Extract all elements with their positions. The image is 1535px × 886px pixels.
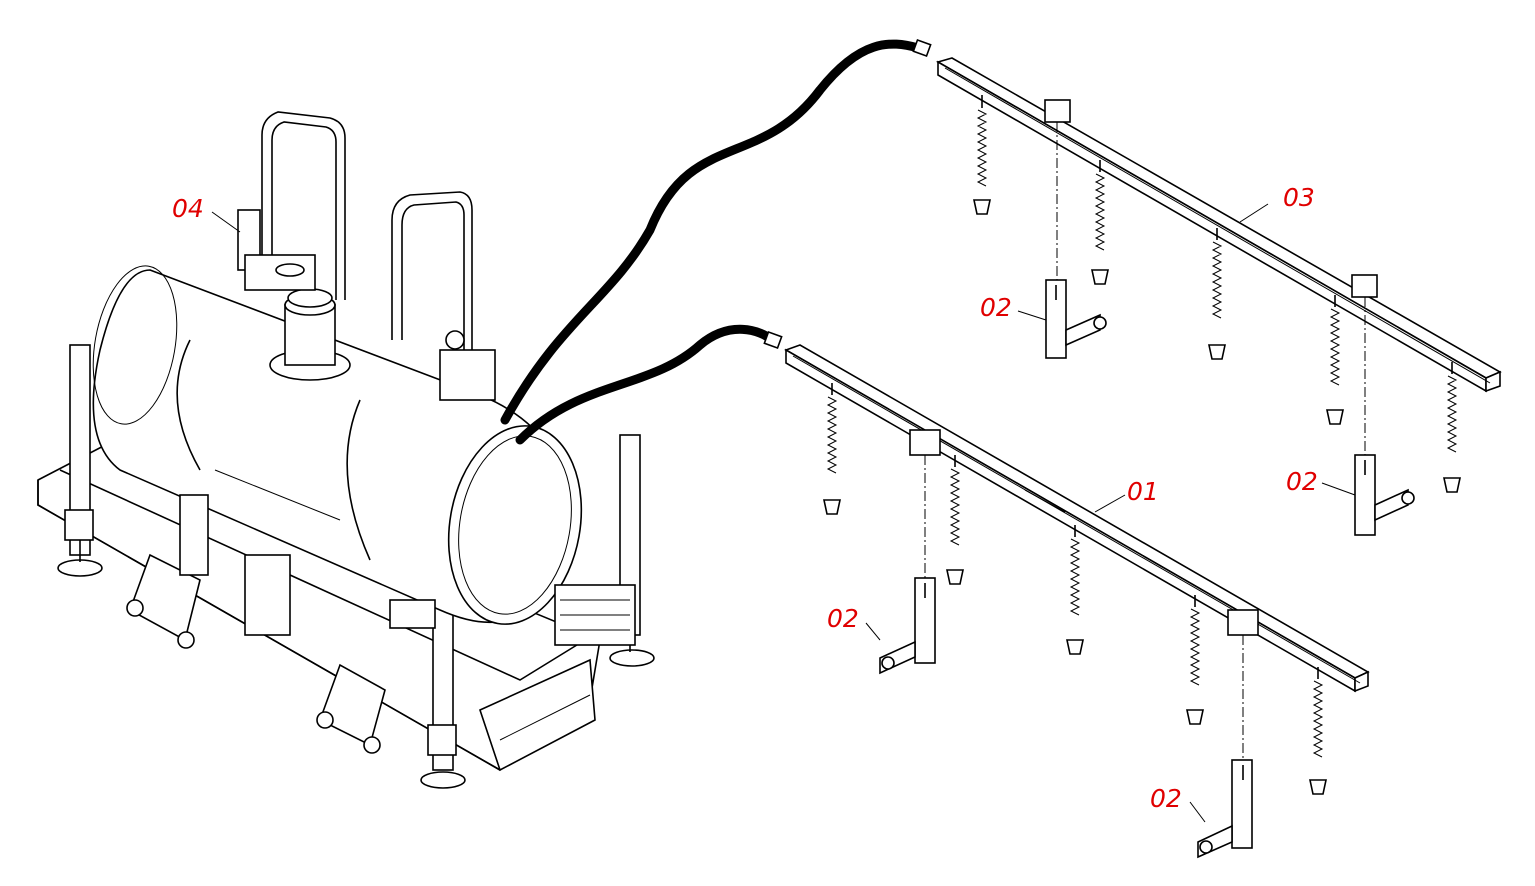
nozzle-drop (1309, 667, 1327, 795)
mounting-bracket (1197, 759, 1253, 859)
nozzle-drop (946, 455, 964, 585)
nozzle-drop (973, 95, 991, 215)
mounting-bracket (1045, 279, 1107, 359)
nozzle-drop (1443, 362, 1461, 493)
nozzle-drop (1186, 595, 1204, 725)
mounting-bracket (1354, 454, 1415, 536)
nozzle-drop (1326, 295, 1344, 425)
sprayer-tank-assembly (37, 111, 655, 789)
boom-upper (935, 57, 1502, 393)
filler-dome (244, 254, 351, 381)
callout-02-lower-right: 02 (1150, 784, 1182, 813)
nozzle-drop (823, 383, 841, 515)
tank-body (92, 265, 583, 625)
supply-hoses (500, 38, 932, 445)
hitch-arms (126, 553, 386, 754)
nozzle-drop (1066, 525, 1084, 655)
nozzle-drop (1208, 228, 1226, 360)
mounting-bracket (879, 577, 936, 675)
callout-02-lower-left: 02 (827, 604, 859, 633)
callout-04: 04 (172, 194, 204, 223)
nozzle-drops-upper (973, 95, 1461, 493)
pump-and-valve-block (179, 330, 636, 646)
boom-lower (784, 344, 1370, 693)
callout-02-upper-left: 02 (980, 293, 1012, 322)
nozzle-drops-lower (823, 383, 1327, 795)
nozzle-drop (1091, 160, 1109, 285)
leader-lines (211, 203, 1356, 823)
callout-03: 03 (1283, 183, 1315, 212)
callout-01: 01 (1127, 477, 1159, 506)
callout-02-upper-right: 02 (1286, 467, 1318, 496)
